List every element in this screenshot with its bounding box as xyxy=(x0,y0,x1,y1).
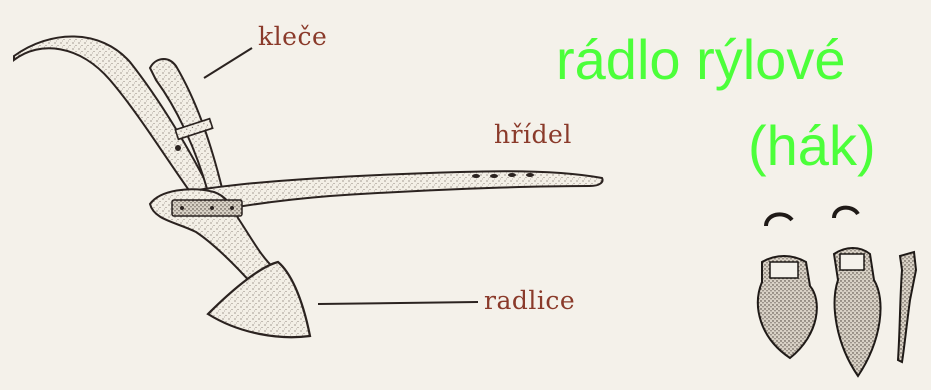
share-shape xyxy=(208,262,310,337)
label-beam: hřídel xyxy=(494,120,572,149)
title-line-2: (hák) xyxy=(748,118,876,174)
leader-line-handles xyxy=(204,48,252,78)
leader-line-share xyxy=(318,302,478,304)
share-detail-figures xyxy=(758,208,916,376)
title-line-1: rádlo rýlové xyxy=(556,32,845,88)
label-share: radlice xyxy=(484,286,575,315)
beam-shape xyxy=(198,171,603,212)
label-handles: kleče xyxy=(258,22,327,51)
